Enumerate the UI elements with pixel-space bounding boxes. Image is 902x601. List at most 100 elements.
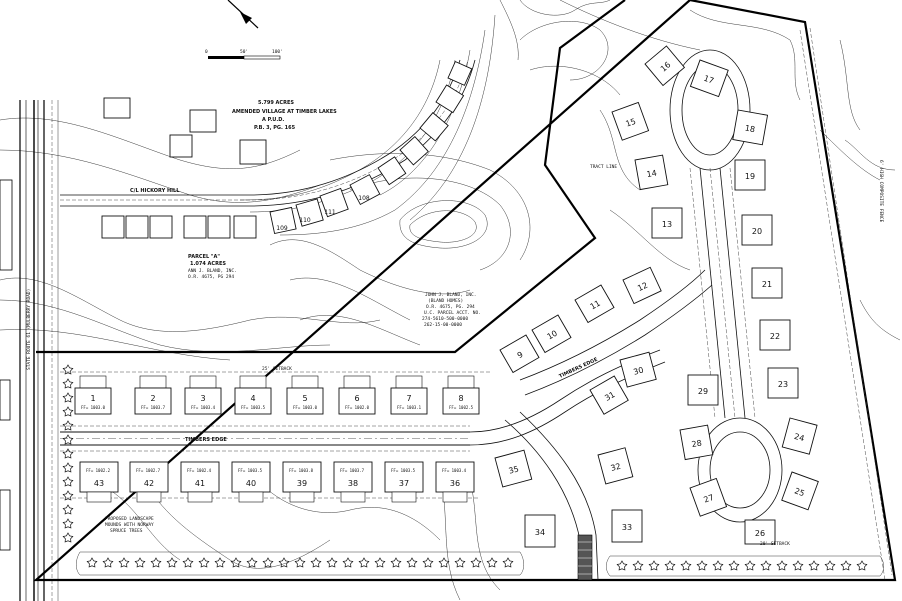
spruce-tree-icon xyxy=(776,560,788,571)
east-fence-note: 6' HIGH COMPOSITE FENCE xyxy=(878,160,884,223)
spruce-tree-icon xyxy=(118,557,130,568)
owner-line-2: (BLAND HOMES) xyxy=(428,298,463,304)
village-label: AMENDED VILLAGE AT TIMBER LAKES xyxy=(232,109,337,115)
spruce-tree-icon xyxy=(62,364,74,375)
ex-lot-111: 111 xyxy=(324,209,336,216)
lot-35: 35 xyxy=(508,464,520,475)
lot-17: 17 xyxy=(702,74,715,86)
spruce-tree-icon xyxy=(422,557,434,568)
lot-14: 14 xyxy=(646,169,658,180)
spruce-tree-icon xyxy=(664,560,676,571)
lot-ff: FF= 1002.4 xyxy=(187,468,212,473)
spruce-tree-icon xyxy=(632,560,644,571)
spruce-tree-icon xyxy=(454,557,466,568)
lot-21: 21 xyxy=(762,280,772,289)
boundary-east-dash xyxy=(799,29,886,581)
lot-33: 33 xyxy=(622,523,632,532)
spruce-tree-icon xyxy=(166,557,178,568)
spruce-tree-icon xyxy=(856,560,868,571)
spruce-tree-icon xyxy=(246,557,258,568)
lot-number: 40 xyxy=(246,479,256,488)
parcel-a-ref-2: O.R. 4675, PG 294 xyxy=(188,274,234,280)
lot-ff: FF= 1003.5 xyxy=(241,405,266,410)
lot-ff: FF= 1002.7 xyxy=(136,468,161,473)
spruce-tree-icon xyxy=(374,557,386,568)
setback-label-top: 25' SETBACK xyxy=(262,366,292,372)
spruce-tree-icon xyxy=(342,557,354,568)
lot-38: FF= 1003.738 xyxy=(333,461,373,503)
lot-number: 41 xyxy=(195,479,205,488)
lot-42: FF= 1002.7 42 xyxy=(129,461,169,503)
lot-24: 24 xyxy=(793,432,805,443)
spruce-tree-icon xyxy=(616,560,628,571)
spruce-tree-icon xyxy=(696,560,708,571)
lot-20: 20 xyxy=(752,227,762,236)
lot-ff: FF= 1003.1 xyxy=(397,405,422,410)
lot-number: 43 xyxy=(94,479,104,488)
tract-line-label: TRACT LINE xyxy=(590,164,617,170)
owner-line-6: 262-15-00-0000 xyxy=(424,322,462,328)
spruce-tree-icon xyxy=(390,557,402,568)
spruce-tree-icon xyxy=(358,557,370,568)
lot-18: 18 xyxy=(744,124,756,135)
spruce-tree-icon xyxy=(62,434,74,445)
lot-number: 36 xyxy=(450,479,460,488)
west-tree-column xyxy=(62,364,74,543)
spruce-tree-icon xyxy=(62,476,74,487)
timbers-edge-label: TIMBERS EDGE xyxy=(185,437,227,443)
owner-line-4: U.C. PARCEL ACCT. NO. xyxy=(424,310,481,316)
west-highway xyxy=(0,100,59,601)
spruce-tree-icon xyxy=(712,560,724,571)
north-arrow xyxy=(227,0,259,29)
owner-line-5: 274-5610-500-0000 xyxy=(422,316,468,322)
hickory-hill-label: C/L HICKORY HILL xyxy=(130,188,180,194)
spruce-tree-icon xyxy=(214,557,226,568)
lot-number: 42 xyxy=(144,479,154,488)
spruce-tree-icon xyxy=(134,557,146,568)
spruce-tree-icon xyxy=(62,490,74,501)
lot-number: 5 xyxy=(302,394,307,403)
lot-ff: FF= 1003.4 xyxy=(191,405,216,410)
spruce-tree-icon xyxy=(62,378,74,389)
lot-4: 4FF= 1003.5 xyxy=(234,375,272,415)
lot-ff: FF= 1003.8 xyxy=(289,468,314,473)
lot-37: FF= 1003.537 xyxy=(384,461,424,503)
spruce-tree-icon xyxy=(438,557,450,568)
south-connector-road xyxy=(504,411,599,581)
spruce-tree-icon xyxy=(680,560,692,571)
lot-27: 27 xyxy=(702,493,715,505)
ex-lot-108: 108 xyxy=(358,195,370,202)
lot-31: 31 xyxy=(603,390,616,403)
setback-label-east: 20' SETBACK xyxy=(760,541,790,547)
lot-2: 2FF= 1003.7 xyxy=(134,375,172,415)
existing-village-lots xyxy=(101,60,473,239)
lot-29: 29 xyxy=(698,387,708,396)
lot-ff: FF= 1003.7 xyxy=(141,405,166,410)
village-label-2: A P.U.D. xyxy=(262,117,284,123)
scale-label-100: 100' xyxy=(272,49,283,55)
spruce-tree-icon xyxy=(86,557,98,568)
lot-30: 30 xyxy=(632,365,644,376)
lot-32: 32 xyxy=(610,462,622,473)
lot-number: 8 xyxy=(458,394,463,403)
parcel-a-title: PARCEL "A" xyxy=(188,254,220,260)
scale-label-50: 50' xyxy=(240,49,248,55)
lot-19: 19 xyxy=(745,172,755,181)
lot-9: 9 xyxy=(516,350,525,360)
lot-ff: FF= 1003.0 xyxy=(81,405,106,410)
landscape-mounds xyxy=(86,557,868,571)
lot-number: 1 xyxy=(90,394,95,403)
lot-ff: FF= 1003.7 xyxy=(340,468,365,473)
lot-12: 12 xyxy=(636,281,649,293)
lot-26: 26 xyxy=(755,529,765,538)
timbers-edge-east-label: TIMBERS EDGE xyxy=(558,356,599,379)
landscape-mound-outline xyxy=(76,551,524,576)
landscape-note-3: SPRUCE TREES xyxy=(110,528,143,534)
spruce-tree-icon xyxy=(62,462,74,473)
lot-ff: FF= 1002.2 xyxy=(86,468,111,473)
spruce-tree-icon xyxy=(744,560,756,571)
lot-ff: FF= 1002.0 xyxy=(345,405,370,410)
lot-22: 22 xyxy=(770,332,780,341)
spruce-tree-icon xyxy=(102,557,114,568)
